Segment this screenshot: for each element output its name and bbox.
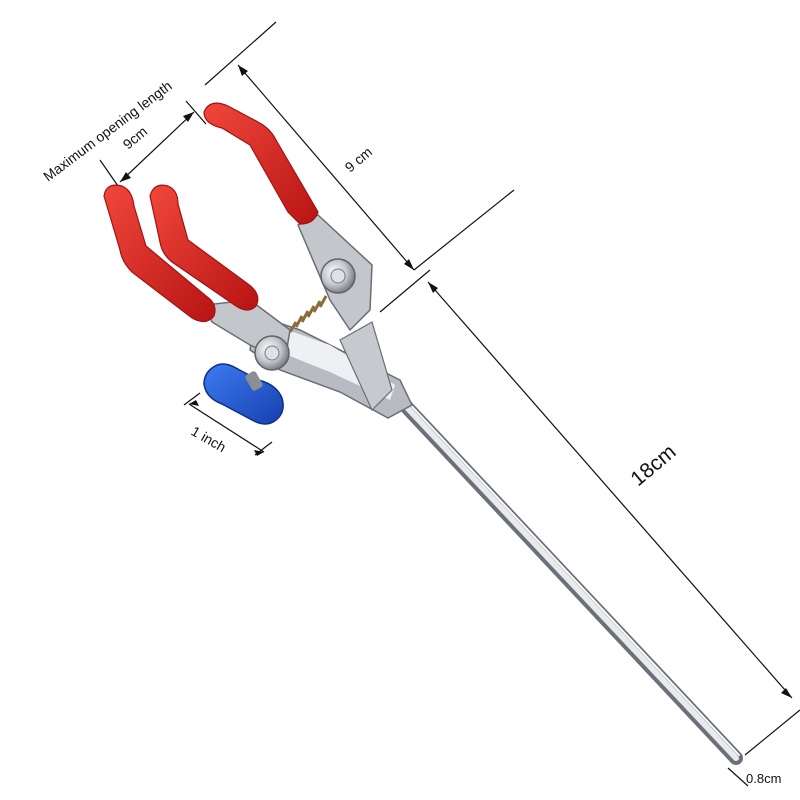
opening-extension-left <box>99 159 119 187</box>
lower-jaw-sleeve-left <box>103 184 216 323</box>
blue-thumb-knob <box>203 363 284 425</box>
jaw-extension-top <box>204 21 277 86</box>
arrow-head <box>238 65 248 76</box>
knob-dimension-line <box>188 403 265 453</box>
rod-diameter-label: 0.8cm <box>746 771 781 786</box>
dimension-lines <box>99 21 800 787</box>
knob-extension-left <box>183 392 201 406</box>
rod-extension-bottom <box>744 709 800 756</box>
jaw-length-label: 9 cm <box>342 144 376 176</box>
arrow-head <box>404 259 414 270</box>
arrow-head <box>254 450 264 456</box>
rod-extension-top <box>379 269 431 313</box>
opening-dimension-line <box>119 111 195 183</box>
arrow-head <box>428 282 438 293</box>
lower-jaw-sleeve-right <box>149 184 259 311</box>
arrow-heads <box>120 65 792 698</box>
arrow-head <box>120 172 131 182</box>
arrow-head <box>781 688 792 698</box>
rod-dimension-line <box>427 281 793 699</box>
arrow-head <box>189 400 199 406</box>
upper-jaw-sleeve <box>203 102 319 225</box>
diameter-extension <box>727 767 749 787</box>
opening-extension-right <box>185 100 207 125</box>
jaw-extension-bottom <box>413 189 515 271</box>
jaw-dimension-line <box>237 64 415 271</box>
clamp-rod <box>393 393 743 765</box>
knob-size-label: 1 inch <box>189 423 229 456</box>
pivot-pins <box>254 258 356 371</box>
tension-spring <box>288 295 328 333</box>
lower-jaws <box>103 184 291 362</box>
max-opening-caption: Maximum opening length <box>40 77 175 184</box>
rod-length-label: 18cm <box>626 440 680 491</box>
arrow-head <box>183 112 194 122</box>
